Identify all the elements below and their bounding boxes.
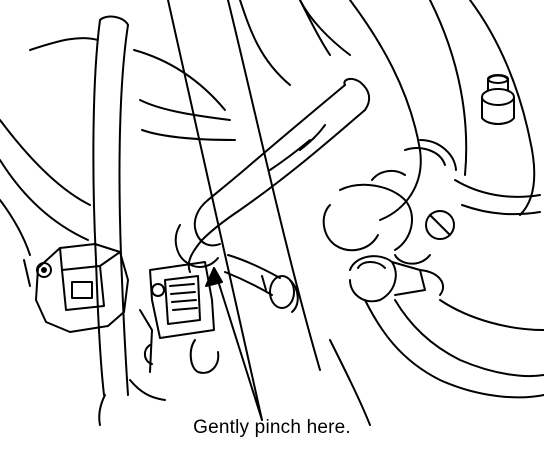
misc-lines: [0, 200, 165, 425]
left-pipes: [0, 17, 235, 395]
hose-fitting: [324, 140, 456, 264]
engine-housing: [240, 0, 540, 220]
main-hoses: [168, 0, 330, 420]
hose-clamp: [350, 256, 443, 301]
mounting-bracket: [140, 262, 218, 373]
caption: Gently pinch here.: [193, 417, 351, 438]
lower-tubing: [330, 300, 544, 425]
pinch-arrow: [206, 268, 262, 420]
pliers-tool: [176, 79, 369, 272]
small-hose: [225, 255, 298, 312]
bolt-head: [482, 75, 514, 124]
electrical-connector: [24, 244, 128, 332]
